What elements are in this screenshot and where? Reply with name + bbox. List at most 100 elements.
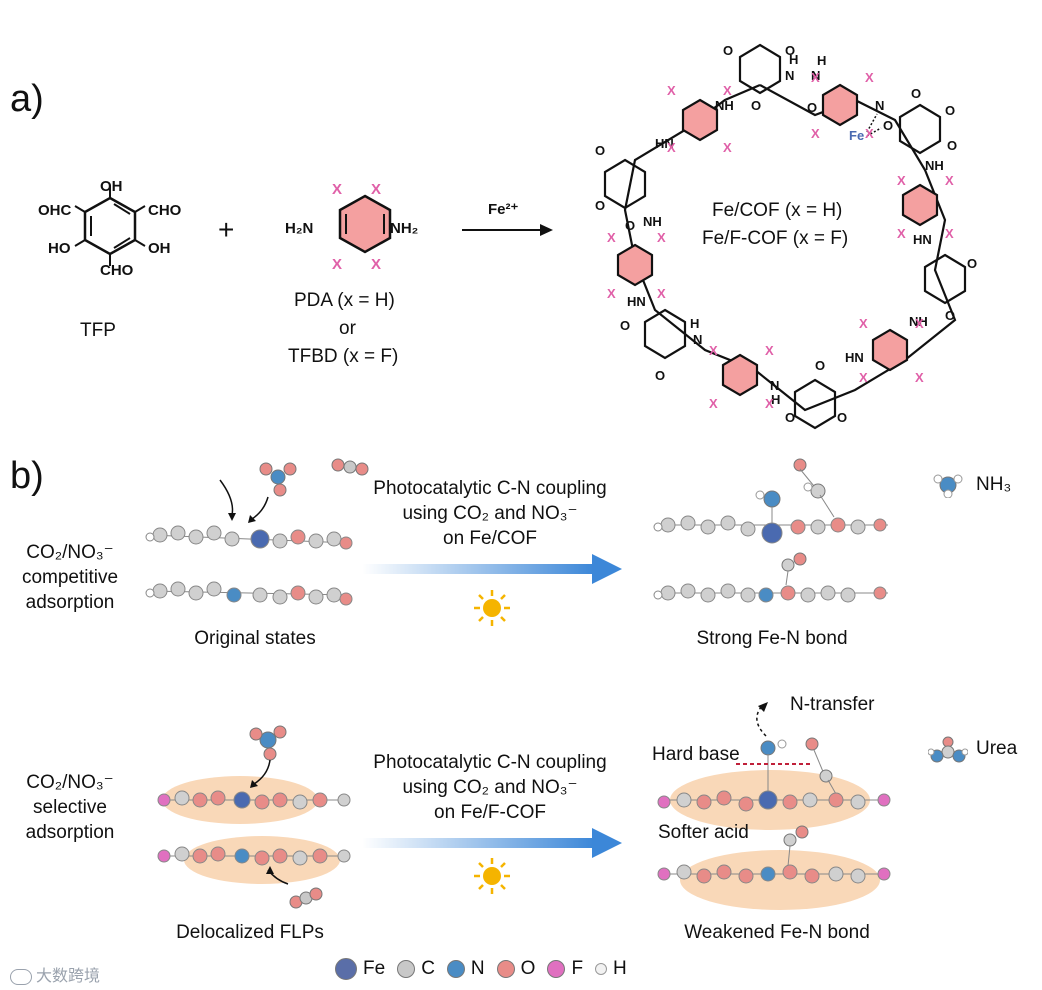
cof-o-9: O [815, 358, 825, 373]
bottom-arrow-text: Photocatalytic C-N coupling using CO₂ an… [340, 750, 640, 825]
svg-text:X: X [607, 286, 616, 301]
svg-text:X: X [811, 126, 820, 141]
cof-o-13: O [967, 256, 977, 271]
svg-text:X: X [657, 286, 666, 301]
cof-n-2: N [693, 332, 702, 347]
bottom-right-caption: Weakened Fe-N bond [684, 922, 870, 943]
svg-text:X: X [945, 173, 954, 188]
top-arrow-text: Photocatalytic C-N coupling using CO₂ an… [340, 476, 640, 551]
cof-o-4: O [595, 143, 605, 158]
top-arrow-text-line3: on Fe/COF [443, 528, 537, 549]
top-left-label-line2: competitive [21, 567, 119, 588]
cof-o-2: O [785, 43, 795, 58]
pda-x-3: X [332, 256, 343, 273]
bottom-arrow-text-line2: using CO₂ and NO₃⁻ [402, 777, 578, 798]
svg-text:X: X [859, 370, 868, 385]
cof-o-8: O [655, 368, 665, 383]
tfp-structure [74, 186, 146, 266]
bottom-sun-icon [474, 858, 510, 894]
pda-structure [338, 194, 392, 254]
watermark: 大数跨境 [10, 962, 100, 986]
svg-text:X: X [945, 226, 954, 241]
product-label-1: Fe/COF (x = H) [712, 200, 843, 221]
svg-text:X: X [667, 140, 676, 155]
svg-text:X: X [723, 83, 732, 98]
plus-sign: + [218, 214, 235, 245]
top-right-illustration [653, 458, 888, 603]
cof-nh-4: NH [909, 314, 928, 329]
panel-b-label: b) [10, 455, 44, 497]
top-left-illustration [145, 458, 369, 606]
cof-o-17: O [883, 118, 893, 133]
tfp-cho-bottom: CHO [100, 262, 134, 279]
bottom-left-illustration [157, 725, 351, 909]
cof-o-10: O [785, 410, 795, 425]
svg-text:X: X [811, 70, 820, 85]
bottom-process-arrow [362, 828, 622, 858]
bottom-arrow-text-line1: Photocatalytic C-N coupling [373, 752, 607, 773]
bottom-left-label-line2: selective [33, 797, 107, 818]
cof-o-16: O [911, 86, 921, 101]
cof-nh-1: NH [715, 98, 734, 113]
cof-o-15: O [947, 138, 957, 153]
tfbd-name: TFBD (x = F) [288, 346, 399, 367]
top-left-caption: Original states [194, 628, 316, 649]
cof-o-1: O [723, 43, 733, 58]
svg-text:X: X [765, 396, 774, 411]
bottom-left-caption: Delocalized FLPs [176, 922, 324, 943]
legend-n: N [446, 958, 485, 980]
cof-h-2: H [690, 316, 699, 331]
legend-n-label: N [470, 958, 485, 979]
cof-o-7: O [620, 318, 630, 333]
cof-fe: Fe [849, 128, 864, 143]
cof-o-14: O [945, 103, 955, 118]
legend-h: H [595, 958, 627, 980]
cof-n-4: N [811, 68, 820, 83]
legend-h-label: H [613, 958, 627, 979]
cof-macrocycle: O O O H N NH HN O O O NH HN O O H N N H … [595, 43, 977, 430]
legend-c: C [397, 958, 435, 980]
cof-o-6: O [625, 218, 635, 233]
tfp-name: TFP [80, 320, 116, 341]
svg-text:X: X [915, 370, 924, 385]
cof-o-12: O [945, 308, 955, 323]
svg-text:X: X [897, 226, 906, 241]
svg-text:X: X [897, 173, 906, 188]
pda-x-4: X [371, 256, 382, 273]
watermark-text: 大数跨境 [36, 968, 101, 985]
legend-c-label: C [421, 958, 435, 979]
hard-base-label: Hard base [652, 744, 740, 765]
n-transfer-label: N-transfer [790, 694, 875, 715]
cof-h-3: H [771, 392, 780, 407]
cof-n-1: N [785, 68, 794, 83]
svg-text:X: X [865, 126, 874, 141]
bottom-left-label: CO₂/NO₃⁻ selective adsorption [5, 770, 135, 845]
watermark-logo-icon [10, 968, 32, 985]
pda-nh2: NH₂ [390, 220, 419, 237]
urea-icon [928, 736, 968, 763]
svg-text:X: X [723, 140, 732, 155]
legend-o-label: O [520, 958, 536, 979]
top-right-caption: Strong Fe-N bond [696, 628, 848, 649]
tfp-ho-left: HO [48, 240, 71, 257]
softer-acid-label: Softer acid [658, 822, 749, 843]
cof-h-4: H [817, 53, 826, 68]
pda-h2n: H₂N [285, 220, 314, 237]
cof-nh-3: N [770, 378, 779, 393]
pda-x-2: X [371, 181, 382, 198]
svg-text:X: X [607, 230, 616, 245]
tfp-oh-top: OH [100, 178, 123, 195]
cof-nh-5: NH [925, 158, 944, 173]
legend-fe-label: Fe [363, 958, 386, 979]
reaction-arrow [462, 224, 553, 236]
cof-o-18: O [807, 100, 817, 115]
tfp-oh-right: OH [148, 240, 171, 257]
top-left-label: CO₂/NO₃⁻ competitive adsorption [5, 540, 135, 615]
cof-n-3: N [875, 98, 884, 113]
svg-text:X: X [709, 343, 718, 358]
nh3-label: NH₃ [976, 474, 1012, 495]
nh3-icon [933, 474, 963, 498]
svg-text:X: X [709, 396, 718, 411]
svg-text:X: X [915, 316, 924, 331]
pda-x-1: X [332, 181, 343, 198]
